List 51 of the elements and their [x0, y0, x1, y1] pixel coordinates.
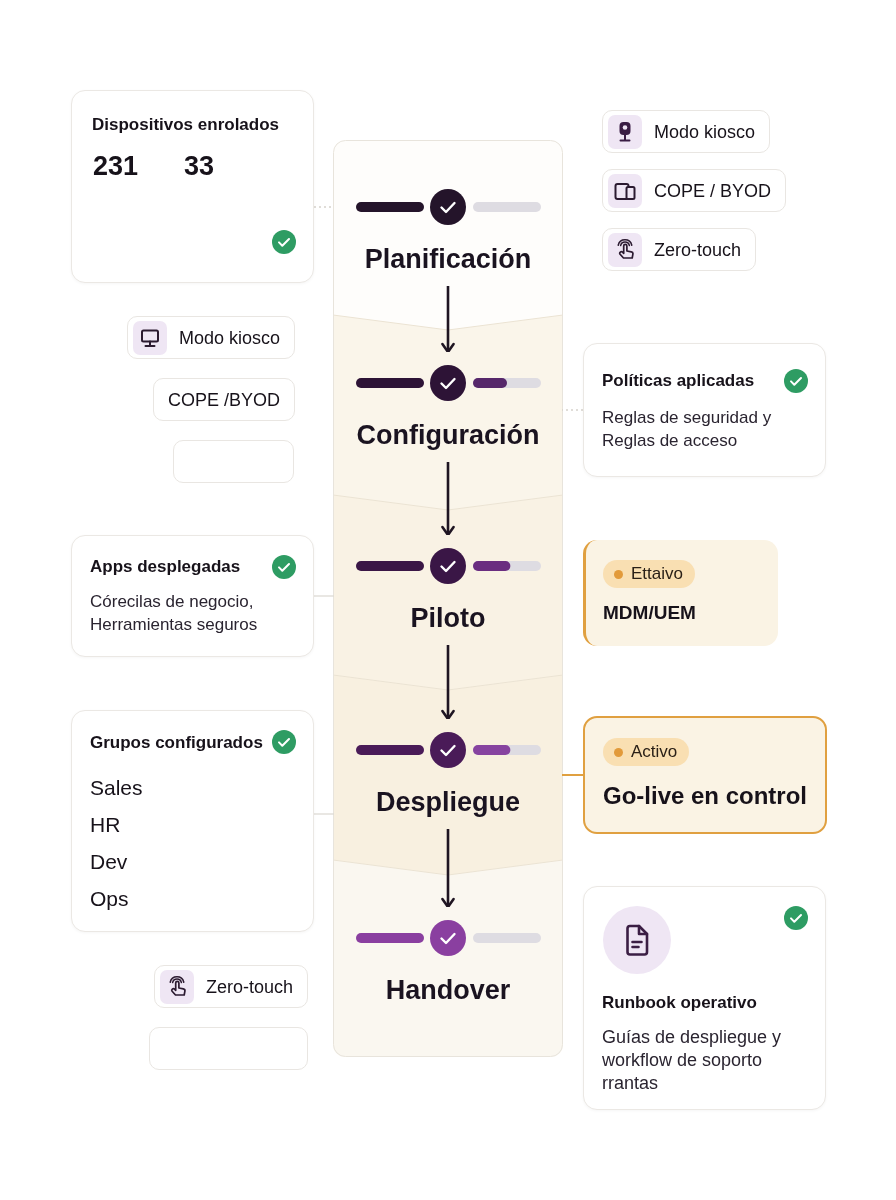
list-item: HR: [90, 813, 121, 837]
card-title: Dispositivos enrolados: [92, 114, 280, 136]
tag-chip: [152, 378, 295, 421]
card-title: Runbook operativo: [602, 992, 757, 1014]
stage-title: Handover: [384, 974, 512, 1007]
tag-label: Modo kiosco: [654, 120, 756, 143]
info-card: [71, 535, 314, 657]
status-card: [583, 540, 778, 646]
card-text: Guías de despliegue y workflow de soporto rrantas: [602, 1026, 783, 1095]
card-title: Grupos configurados: [90, 732, 263, 754]
list-item: Dev: [90, 850, 128, 874]
stage-title: Despliegue: [374, 786, 521, 819]
arrow: [441, 645, 455, 721]
tag-chip: [153, 965, 308, 1008]
arrow: [441, 286, 455, 354]
tag-label: COPE / BYOD: [654, 179, 772, 202]
info-card: [71, 710, 314, 932]
tag-chip: [173, 440, 294, 483]
status-label: Activo: [631, 742, 678, 762]
tag-label: Modo kiosco: [178, 326, 280, 349]
list-item: Ops: [90, 887, 129, 911]
tag-chip: [602, 110, 771, 153]
arrow: [441, 462, 455, 537]
info-card: [583, 886, 826, 1110]
stat-value: 231: [93, 150, 139, 182]
stage-title: Piloto: [409, 602, 487, 635]
info-card: [71, 90, 314, 283]
tag-chip: [149, 1027, 308, 1070]
status-badge: [603, 738, 690, 766]
tag-label: Zero-touch: [205, 975, 293, 998]
card-title: Apps desplegadas: [90, 556, 241, 578]
card-title: Políticas aplicadas: [602, 370, 755, 392]
stage-title: Configuración: [355, 419, 541, 452]
tag-chip: [602, 169, 787, 212]
card-text: Córecilas de negocio, Herramientas seguros: [90, 591, 259, 636]
tag-chip: [602, 228, 757, 271]
card-title: MDM/UEM: [603, 601, 696, 625]
info-card: [583, 343, 826, 477]
tag-label: COPE /BYOD: [167, 388, 280, 411]
connector-line: [561, 774, 584, 776]
tag-chip: [126, 316, 295, 359]
stage-title: Planificación: [363, 243, 533, 276]
status-label: Ettaivo: [631, 564, 683, 584]
stat-value: 33: [184, 150, 215, 182]
list-item: Sales: [90, 776, 143, 800]
status-badge: [603, 560, 695, 588]
tag-label: Zero-touch: [654, 238, 742, 261]
card-title: Go-live en control: [603, 781, 808, 811]
status-card: [583, 716, 827, 834]
card-text: Reglas de seguridad y Reglas de acceso: [602, 407, 773, 452]
arrow: [441, 829, 455, 909]
